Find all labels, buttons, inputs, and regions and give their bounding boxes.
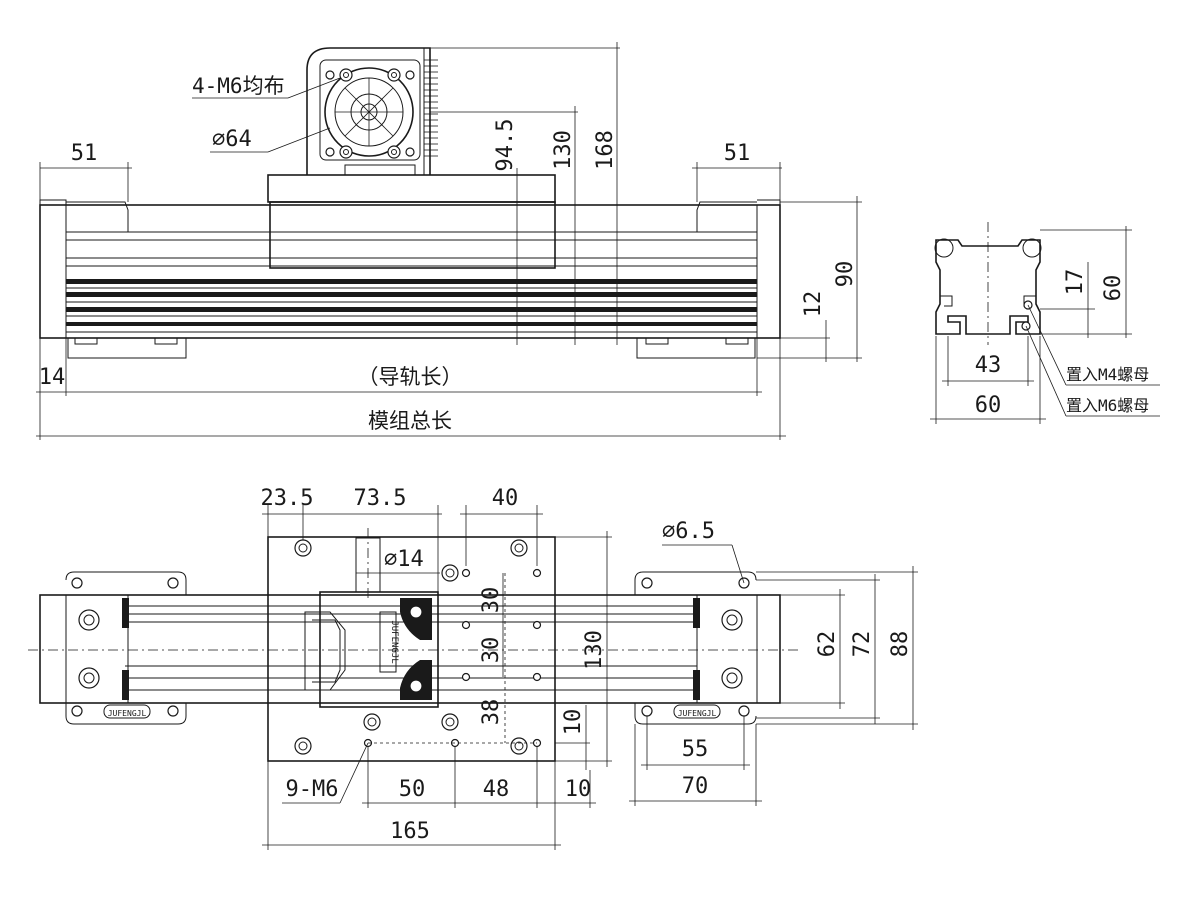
brand-label-motor: JUFENGJL (389, 620, 399, 663)
dim-30-b: 30 (479, 637, 504, 664)
dim-section-width-60: 60 (975, 393, 1002, 418)
dim-end-offset-14: 14 (39, 365, 66, 390)
dim-section-43: 43 (975, 353, 1002, 378)
rail-body (39, 204, 781, 339)
motor-holes-note: 4-M6均布 (192, 74, 285, 98)
motor-flange-dia: ∅64 (212, 127, 252, 152)
section-view: 17 60 43 60 置入M4螺母 置入M6螺母 (930, 222, 1160, 424)
front-view: 51 51 4-M6均布 ∅64 94.5 130 168 90 12 (36, 42, 862, 440)
brand-label-right: JUFENGJL (678, 709, 717, 718)
shaft-dia-14: ∅14 (384, 547, 424, 572)
motor-housing (306, 47, 431, 175)
top-carriage-plate (267, 536, 556, 762)
dim-height-94-5: 94.5 (493, 119, 518, 172)
dim-section-17: 17 (1063, 269, 1088, 296)
motor-flange (324, 67, 415, 159)
top-rail (39, 594, 781, 704)
hole-dia-6-5: ∅6.5 (662, 519, 715, 544)
motor-fins (424, 65, 438, 157)
holes-note-9-m6: 9-M6 (286, 777, 339, 802)
dim-height-168: 168 (593, 130, 618, 170)
dim-10-vertical: 10 (561, 709, 586, 736)
m4-nut-note: 置入M4螺母 (1066, 365, 1149, 384)
dim-88: 88 (888, 631, 913, 658)
dim-48: 48 (483, 777, 510, 802)
dim-40: 40 (492, 486, 519, 511)
dim-72: 72 (850, 631, 875, 658)
dim-height-90: 90 (833, 261, 858, 288)
dim-height-12: 12 (801, 291, 826, 318)
dim-10-horizontal: 10 (565, 777, 592, 802)
dim-38: 38 (479, 699, 504, 726)
carriage-plate (267, 174, 556, 203)
carriage-corner-holes (294, 539, 528, 755)
rail-length-label: （导轨长） (358, 365, 463, 389)
dim-right-end-51: 51 (724, 141, 751, 166)
dim-73-5: 73.5 (354, 486, 407, 511)
dim-foot-55: 55 (682, 737, 709, 762)
dim-30-a: 30 (479, 587, 504, 614)
dim-left-end-51: 51 (71, 141, 98, 166)
dim-carriage-165: 165 (390, 819, 430, 844)
top-view: JUFENGJL JUFENGJL (28, 486, 918, 850)
profile-outline (935, 239, 1041, 335)
module-length-label: 模组总长 (368, 409, 452, 433)
m6-nut-note: 置入M6螺母 (1066, 396, 1149, 415)
dim-23-5: 23.5 (261, 486, 314, 511)
m6-hole-grid (363, 568, 542, 748)
dim-50: 50 (399, 777, 426, 802)
dim-carriage-130: 130 (582, 630, 607, 670)
brand-label-left: JUFENGJL (108, 709, 147, 718)
dim-height-130: 130 (551, 130, 576, 170)
dim-section-60: 60 (1101, 275, 1126, 302)
dim-62: 62 (815, 631, 840, 658)
dim-foot-70: 70 (682, 774, 709, 799)
